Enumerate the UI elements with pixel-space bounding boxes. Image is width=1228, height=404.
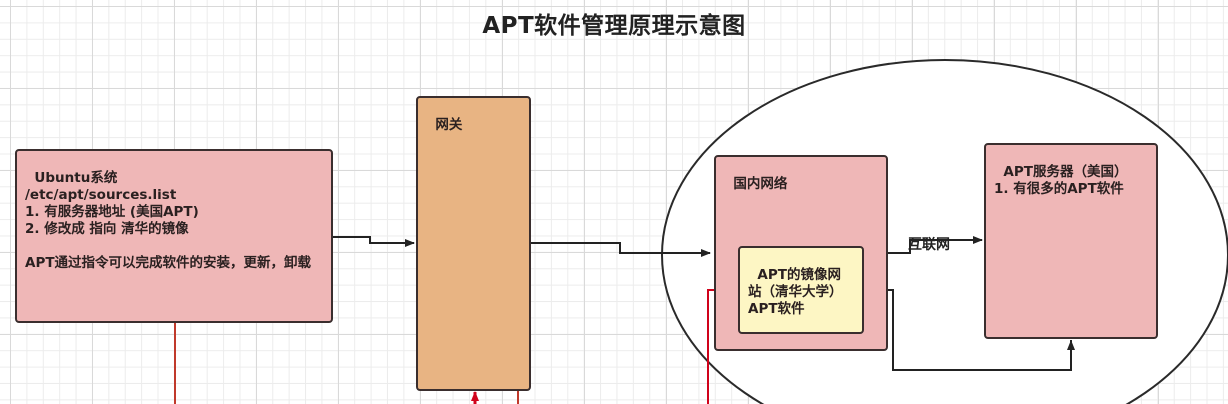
mirror-site-label: APT的镜像网站（清华大学）APT软件 bbox=[748, 267, 843, 317]
edge-internet bbox=[888, 236, 983, 254]
domestic-network-title: 国内网络 bbox=[733, 176, 788, 192]
diagram-title: APT软件管理原理示意图 bbox=[482, 13, 746, 39]
edge-gateway-to-domestic bbox=[530, 242, 711, 257]
mirror-site-node[interactable]: APT的镜像网站（清华大学）APT软件 bbox=[738, 246, 864, 334]
apt-server-details: 1. 有很多的APT软件 bbox=[994, 181, 1124, 197]
internet-edge-label: 互联网 bbox=[908, 237, 950, 253]
gateway-node-title: 网关 bbox=[435, 117, 463, 133]
apt-server-title: APT服务器（美国） bbox=[1003, 164, 1128, 180]
ubuntu-node-title: Ubuntu系统 bbox=[34, 170, 118, 186]
ubuntu-node-details: /etc/apt/sources.list 1. 有服务器地址 (美国APT) … bbox=[25, 187, 312, 271]
gateway-node[interactable]: 网关 bbox=[416, 96, 531, 391]
apt-server-node[interactable]: APT服务器（美国） 1. 有很多的APT软件 bbox=[984, 143, 1158, 339]
edge-ubuntu-to-gateway bbox=[332, 236, 415, 247]
ubuntu-system-node[interactable]: Ubuntu系统 /etc/apt/sources.list 1. 有服务器地址… bbox=[15, 149, 333, 323]
